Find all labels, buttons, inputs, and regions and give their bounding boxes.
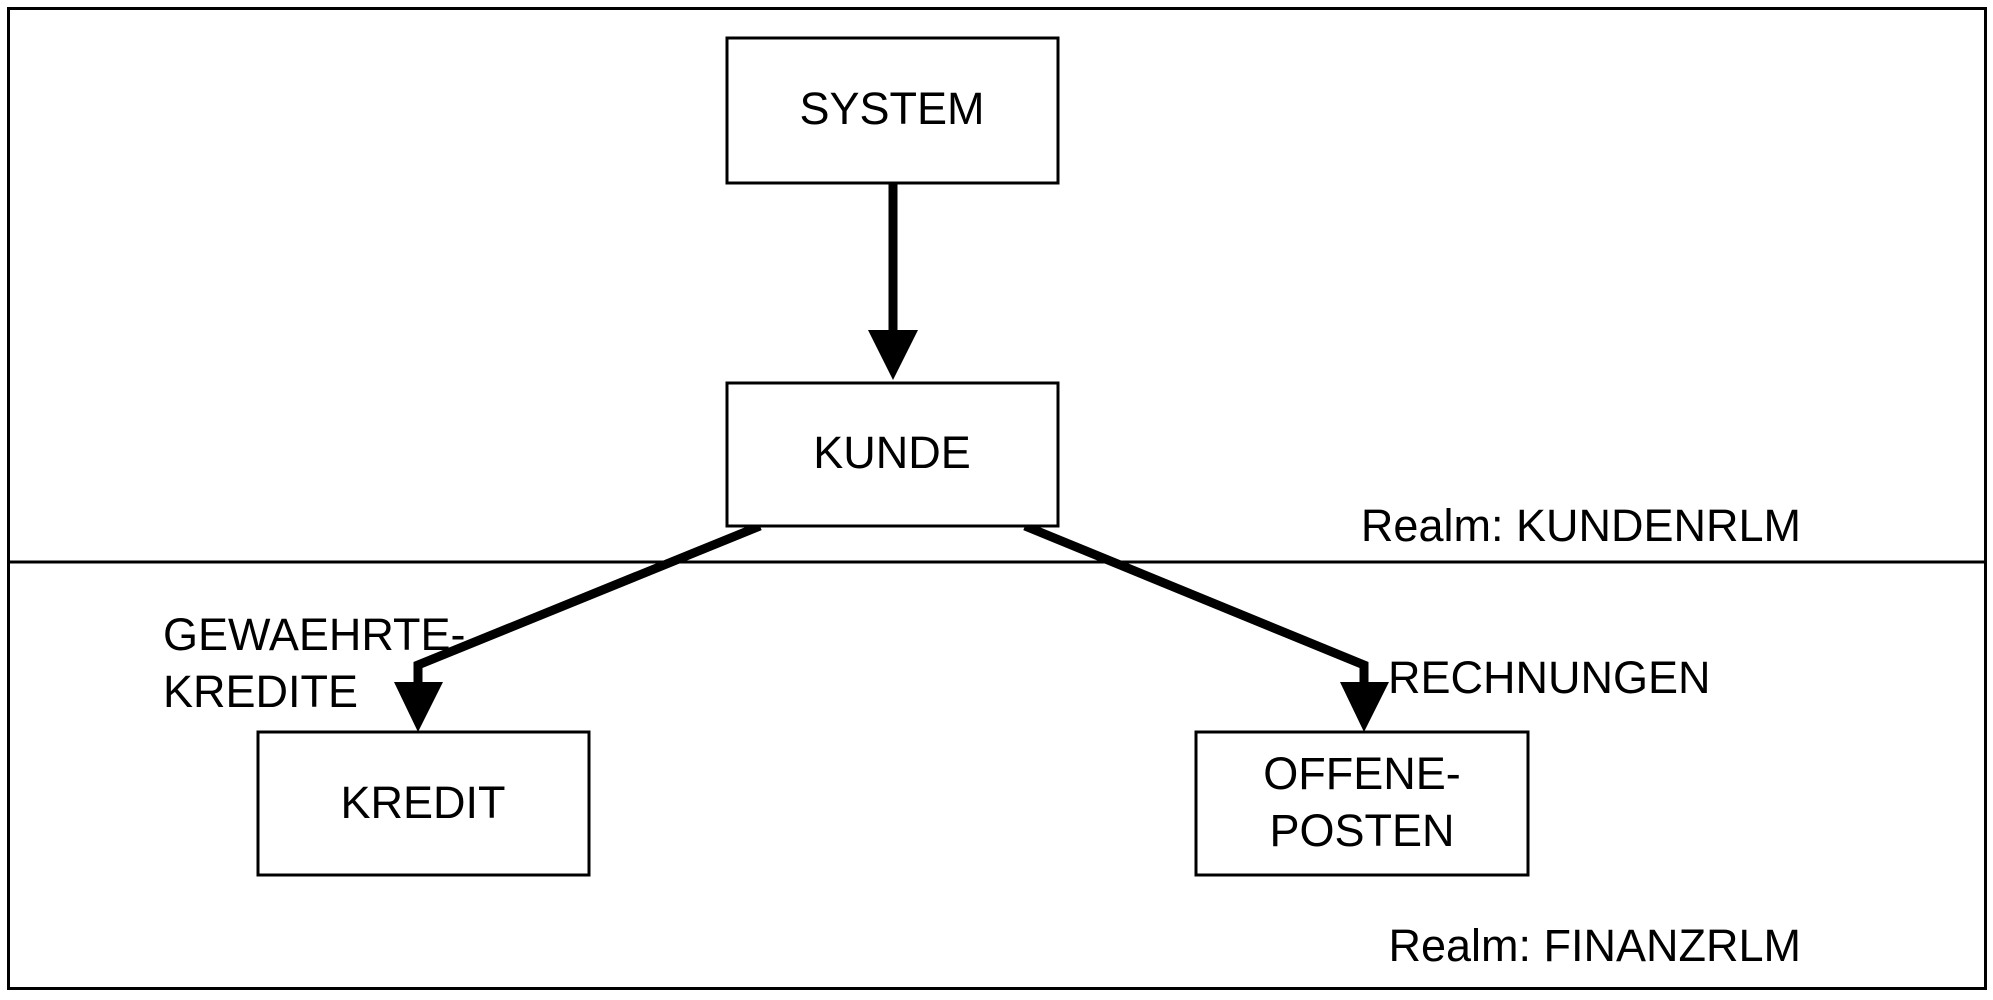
node-kunde-label: KUNDE [813,427,971,478]
edge-kunde-to-offene-posten-line [1023,521,1369,705]
edge-kunde-to-kredit [394,521,762,732]
edge-kunde-to-kredit-arrowhead [394,682,443,732]
node-system-box[interactable] [725,36,1060,185]
realm-label-kundenrlm: Realm: KUNDENRLM [1361,500,1801,551]
diagram-outer-frame [7,7,1987,990]
realm-label-finanzrlm: Realm: FINANZRLM [1388,920,1801,971]
node-offene-posten[interactable]: OFFENE- POSTEN [1194,730,1530,877]
node-offene-posten-label-line-2: POSTEN [1269,805,1454,856]
node-kunde[interactable]: KUNDE [725,381,1060,528]
node-offene-posten-label-line-1: OFFENE- [1263,748,1461,799]
node-system-label: SYSTEM [799,83,984,134]
node-kredit[interactable]: KREDIT [256,730,591,877]
edge-label-gewaehrte-kredite-line-1: GEWAEHRTE- [163,609,466,660]
node-system[interactable]: SYSTEM [725,36,1060,185]
edge-label-gewaehrte-kredite-line-2: KREDITE [163,666,358,717]
edge-label-rechnungen: RECHNUNGEN [1388,652,1711,703]
node-offene-posten-box[interactable] [1194,730,1530,877]
edge-kunde-to-offene-posten-arrowhead [1340,682,1389,732]
edge-label-rechnungen-line-1: RECHNUNGEN [1388,652,1711,703]
edge-system-to-kunde [868,183,918,380]
node-kredit-box[interactable] [256,730,591,877]
edge-kunde-to-offene-posten [1023,521,1389,732]
edge-kunde-to-kredit-line [413,521,762,705]
node-kunde-box[interactable] [725,381,1060,528]
node-kredit-label: KREDIT [340,777,505,828]
edge-label-gewaehrte-kredite: GEWAEHRTE- KREDITE [163,609,466,717]
edge-system-to-kunde-arrowhead [868,330,918,380]
